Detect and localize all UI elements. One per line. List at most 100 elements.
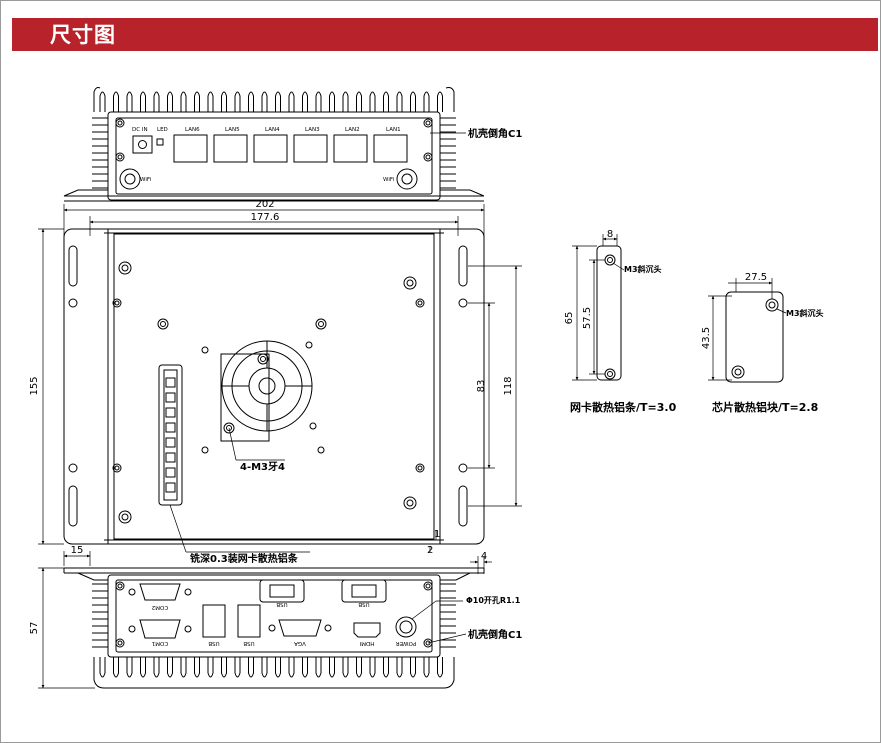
hole-note: Φ10开孔R1.1 (466, 595, 521, 605)
heatsink-fin (396, 657, 403, 678)
bottom-view (38, 551, 492, 689)
heatsink-fin (288, 657, 295, 678)
heatsink-fin (153, 657, 160, 678)
heatsink-fin (329, 91, 335, 112)
heatsink-fin (234, 657, 241, 678)
heatsink-fin (248, 657, 254, 678)
heatsink-fin (167, 91, 173, 112)
chip-heatsink-caption: 芯片散热铝块/T=2.8 (712, 400, 818, 414)
bottom-view-body (107, 574, 441, 658)
heatsink-fin (140, 657, 146, 678)
heatsink-fin (302, 657, 308, 678)
port-label: USB (276, 601, 288, 607)
wifi-label-left: WiFi (140, 177, 152, 183)
heatsink-fin (221, 91, 227, 112)
dim-57: 57 (29, 622, 40, 635)
heatsink-fin (437, 91, 443, 112)
port-label: USB (358, 601, 370, 607)
port-label: POWER (396, 640, 417, 646)
heatsink-fin (93, 87, 455, 112)
heatsink-fin (248, 91, 254, 112)
heatsink-fin (437, 657, 443, 678)
main-view (38, 204, 522, 553)
port-label: VGA (294, 640, 306, 646)
heatsink-fin (356, 91, 362, 112)
heatsink-fin (423, 91, 430, 112)
base-plate (63, 228, 485, 545)
heatsink-fin (302, 91, 308, 112)
dim-1: 1 (434, 529, 440, 540)
heatsink-fin (342, 657, 349, 678)
heatsink-fin (140, 91, 146, 112)
heatsink-fin (369, 91, 376, 112)
heatsink-fin (288, 91, 295, 112)
dim-27-5: 27.5 (745, 272, 767, 283)
port-label: HDMI (359, 640, 374, 646)
wifi-label-right: WiFi (383, 177, 395, 183)
heatsink-fin (383, 91, 389, 112)
nic-slot (158, 364, 183, 506)
heatsink-fin (383, 657, 389, 678)
nic-screw-note: M3斜沉头 (624, 264, 662, 274)
bottom-view-labels: 15 4 57 Φ10开孔R1.1 机壳倒角C1 COM2 USB USB CO… (29, 545, 522, 646)
heatsink-fin (99, 91, 106, 112)
heatsink-fin (207, 657, 214, 678)
screw-note: 4-M3牙4 (240, 461, 285, 473)
port-label: LAN1 (386, 127, 401, 133)
heatsink-fin (329, 657, 335, 678)
heatsink-fin (113, 91, 119, 112)
nic-heatsink-labels: 8 65 57.5 M3斜沉头 网卡散热铝条/T=3.0 (564, 229, 677, 414)
heatsink-fin (369, 657, 376, 678)
dim-15: 15 (71, 545, 84, 556)
nic-heatsink-caption: 网卡散热铝条/T=3.0 (570, 400, 677, 414)
heatsink-fin (234, 91, 241, 112)
heatsink-fin (342, 91, 349, 112)
dim-4: 4 (481, 551, 487, 562)
port-label: DC IN (132, 127, 148, 133)
top-fins (93, 87, 455, 112)
heatsink-fin (261, 657, 268, 678)
port-label: LAN5 (225, 127, 240, 133)
heatsink-fin (261, 91, 268, 112)
heatsink-fin (275, 91, 281, 112)
dim-118: 118 (503, 376, 514, 395)
port-label: LAN3 (305, 127, 320, 133)
dim-43-5: 43.5 (701, 327, 712, 349)
heatsink-fin (275, 657, 281, 678)
heatsink-fin (93, 657, 455, 689)
bottom-chamfer-note: 机壳倒角C1 (468, 628, 522, 641)
chip-heatsink-area (220, 353, 270, 442)
dim-177-6: 177.6 (251, 212, 280, 223)
main-view-labels: 202 177.6 155 83 118 1 2 4-M3牙4 铣深0.3装网卡… (29, 199, 514, 565)
heatsink-fin (113, 657, 119, 678)
heatsink-fin (126, 91, 133, 112)
port-label: COM1 (152, 640, 168, 646)
page-title: 尺寸图 (50, 23, 116, 47)
heatsink-fin (194, 91, 200, 112)
port-label: LAN2 (345, 127, 360, 133)
dim-57-5: 57.5 (582, 307, 593, 329)
port-label: LED (157, 127, 168, 133)
heatsink-fin (356, 657, 362, 678)
dim-8: 8 (607, 229, 613, 240)
heatsink-fin (153, 91, 160, 112)
heatsink-fin (167, 657, 173, 678)
heatsink-fin (180, 657, 187, 678)
dim-2: 2 (427, 545, 433, 556)
dim-65: 65 (564, 312, 575, 325)
heatsink-fin (396, 91, 403, 112)
mill-note: 铣深0.3装网卡散热铝条 (190, 552, 299, 565)
port-label: LAN6 (185, 127, 200, 133)
heatsink-fin (207, 91, 214, 112)
top-view-body (107, 111, 441, 201)
heatsink-fin (315, 91, 322, 112)
dim-155: 155 (29, 376, 40, 395)
top-chamfer-note: 机壳倒角C1 (468, 127, 522, 140)
port-label: USB (243, 640, 255, 646)
nic-heatsink-drawing (572, 234, 625, 381)
heatsink-fin (410, 657, 416, 678)
heatsink-fin (410, 91, 416, 112)
heatsink-fin (221, 657, 227, 678)
dim-202: 202 (255, 199, 274, 210)
